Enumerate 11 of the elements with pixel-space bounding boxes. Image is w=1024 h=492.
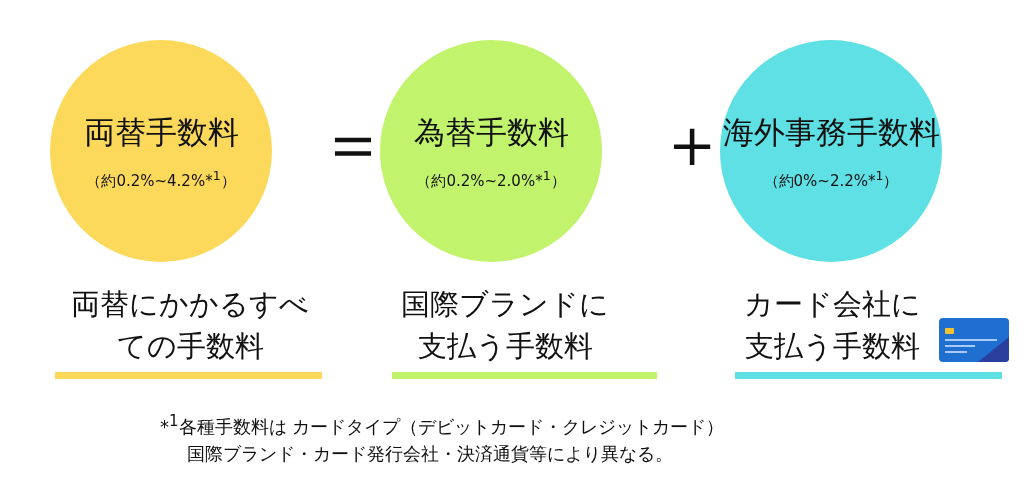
fee-title: 為替手数料 [413,112,569,152]
fee-range: （約0%~2.2%*$^{1}$） [763,167,899,191]
fee-range: （約0.2%~4.2%*$^{1}$） [86,167,236,191]
equals-sign: ＝ [318,108,388,178]
fee-title: 両替手数料 [83,112,239,152]
description-text: 国際ブランドに支払う手数料 [400,286,610,366]
footnote-text: 国際ブランド・カード発行会社・決済通貨等により異なる。 [187,442,673,466]
fee-range: （約0.2%~2.0%*$^{1}$） [416,167,566,191]
description-text: カード会社に支払う手数料 [743,286,922,366]
footnote-text: *$^{1}$各種手数料は カードタイプ（デビットカード・クレジットカード） [160,412,725,439]
description-text: 両替にかかるすべての手数料 [70,286,310,366]
